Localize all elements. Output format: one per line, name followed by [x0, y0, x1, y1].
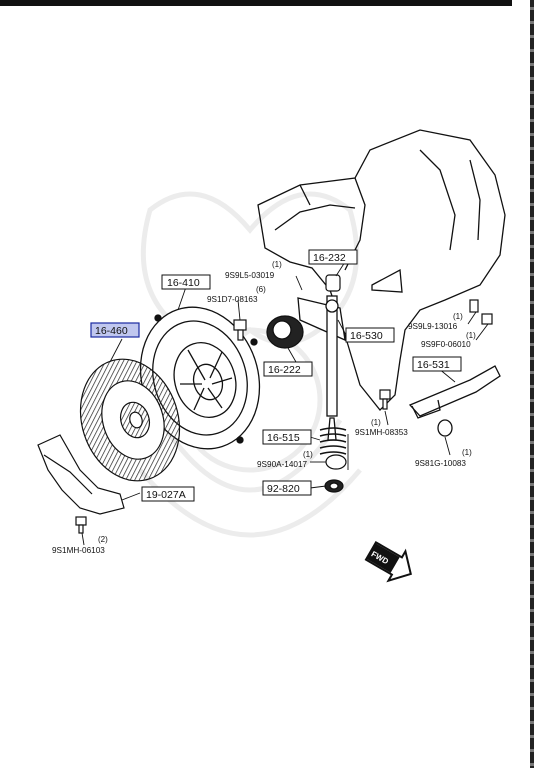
pivot-studs	[469, 299, 493, 325]
part-number: 16-531	[417, 359, 450, 371]
callout-9S90A-14017[interactable]: (1) 9S90A-14017	[257, 450, 313, 469]
release-fork-shaft	[297, 295, 346, 441]
part-box-16-460[interactable]: 16-460	[90, 322, 140, 338]
callout-qty: (6)	[256, 285, 266, 294]
page-edge	[530, 0, 534, 768]
part-number: 16-222	[268, 364, 301, 376]
part-number: 16-530	[350, 330, 383, 342]
callout-qty: (1)	[453, 312, 463, 321]
dust-cover-plate	[37, 434, 125, 515]
callout-code: 9S1MH-06103	[52, 546, 105, 555]
part-number: 16-232	[313, 252, 346, 264]
release-lever	[408, 365, 501, 437]
callout-qty: (1)	[303, 450, 313, 459]
callout-code: 9S9L9-13016	[408, 322, 458, 331]
part-box-16-222[interactable]: 16-222	[263, 361, 313, 377]
part-box-16-232[interactable]: 16-232	[308, 249, 358, 265]
callout-9S81G-10083[interactable]: (1) 9S81G-10083	[415, 448, 472, 468]
bushing	[325, 274, 341, 292]
release-bearing	[266, 315, 304, 349]
callout-code: 9S9F0-06010	[421, 340, 471, 349]
leader-lines	[81, 261, 489, 546]
callout-qty: (1)	[462, 448, 472, 457]
part-box-16-531[interactable]: 16-531	[412, 356, 462, 372]
forward-arrow: FWD	[364, 540, 412, 583]
callout-9S1D7-08163[interactable]: (6) 9S1D7-08163	[207, 285, 266, 304]
callout-9S9F0-06010[interactable]: (1) 9S9F0-06010	[421, 331, 476, 349]
part-number: 16-410	[167, 277, 200, 289]
callout-9S1MH-06103[interactable]: (2) 9S1MH-06103	[52, 535, 108, 555]
callout-code: 9S90A-14017	[257, 460, 308, 469]
callout-code: 9S9L5-03019	[225, 271, 275, 280]
part-box-16-515[interactable]: 16-515	[262, 429, 312, 445]
part-box-19-027A[interactable]: 19-027A	[141, 486, 195, 502]
callout-qty: (1)	[466, 331, 476, 340]
part-number: 92-820	[267, 483, 300, 495]
part-number: 16-460	[95, 325, 128, 337]
callout-9S9L9-13016[interactable]: (1) 9S9L9-13016	[408, 312, 463, 331]
callout-9S1MH-08353[interactable]: (1) 9S1MH-08353	[355, 418, 408, 437]
callout-qty: (2)	[98, 535, 108, 544]
bolt-9S1MH-08353	[379, 389, 391, 410]
callout-qty: (1)	[371, 418, 381, 427]
clutch-disc	[79, 358, 181, 482]
part-number: 19-027A	[146, 489, 186, 501]
oil-seal	[324, 454, 347, 493]
part-box-16-530[interactable]: 16-530	[345, 327, 395, 343]
callout-code: 9S1MH-08353	[355, 428, 408, 437]
part-number: 16-515	[267, 432, 300, 444]
callout-qty: (1)	[272, 260, 282, 269]
return-spring	[319, 427, 347, 455]
bolt-9S1MH-06103	[75, 516, 87, 534]
part-box-16-410[interactable]: 16-410	[161, 274, 211, 290]
part-box-92-820[interactable]: 92-820	[262, 480, 312, 496]
top-border	[0, 0, 512, 6]
callout-code: 9S1D7-08163	[207, 295, 258, 304]
callout-code: 9S81G-10083	[415, 459, 466, 468]
callout-9S9L5-03019[interactable]: (1) 9S9L5-03019	[225, 260, 282, 280]
